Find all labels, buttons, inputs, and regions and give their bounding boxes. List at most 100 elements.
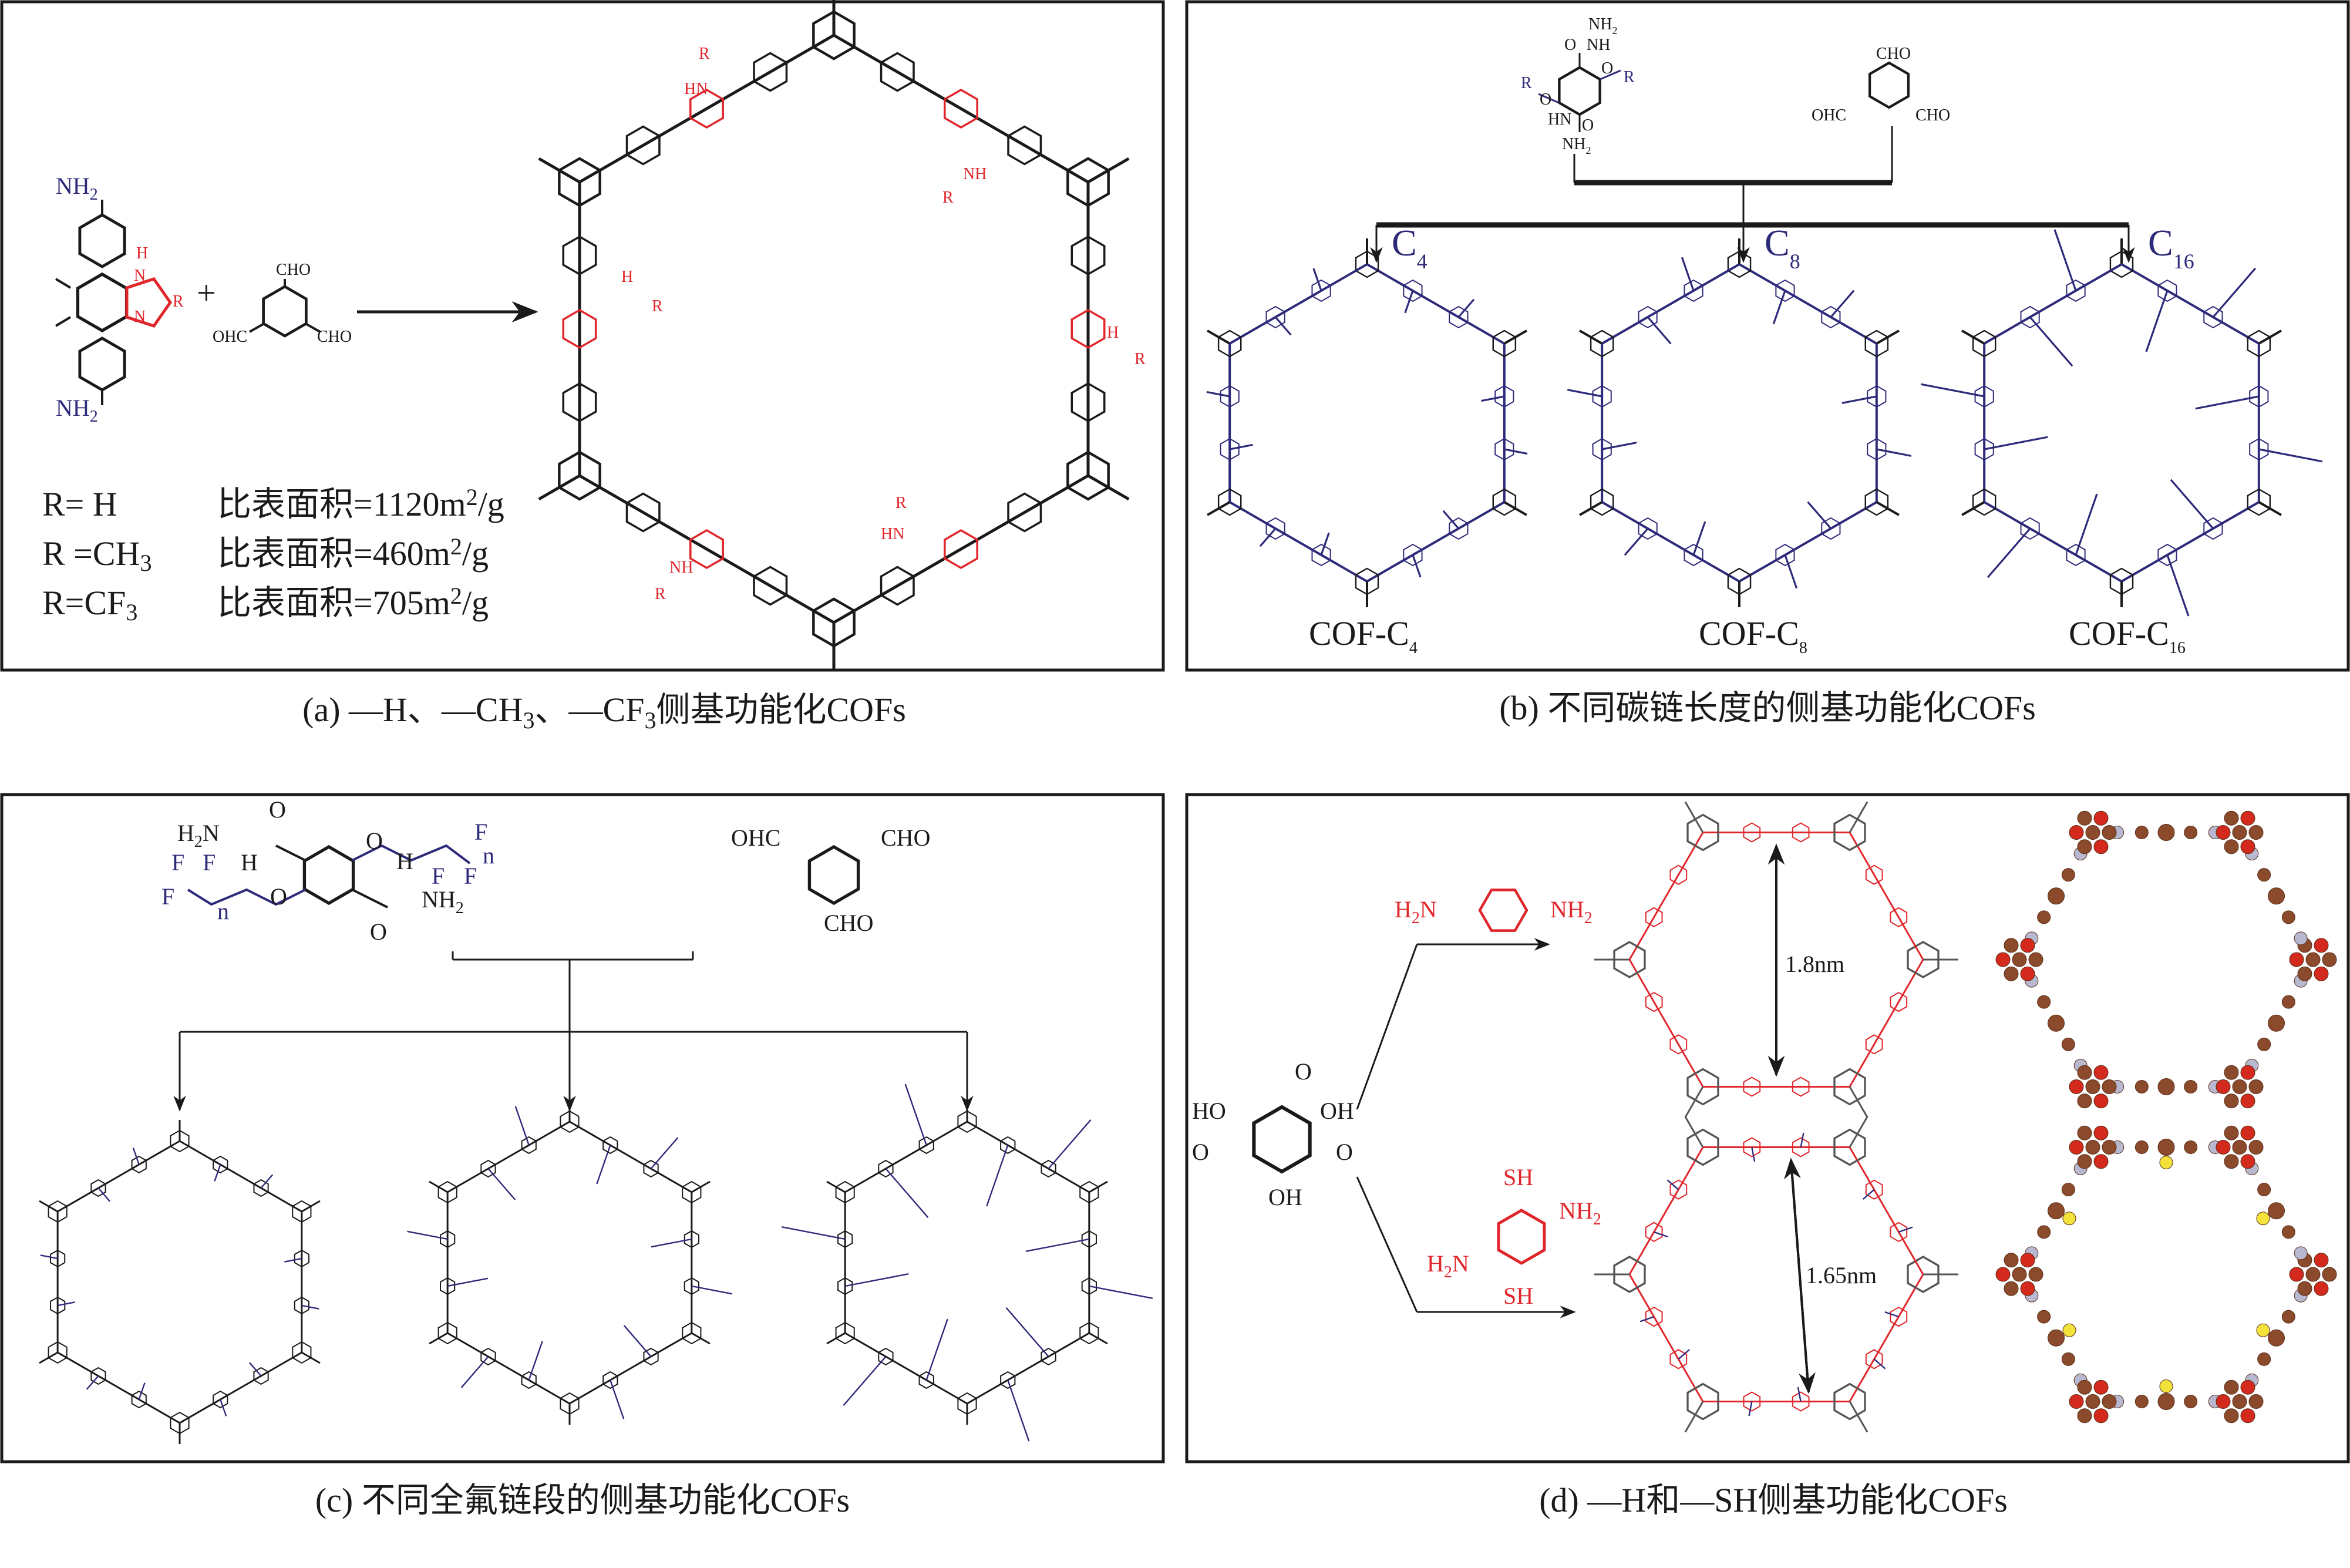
linker-ring xyxy=(753,52,788,92)
imidazole-ring xyxy=(125,277,173,328)
framework-stub xyxy=(1961,501,1985,516)
atom-ball xyxy=(2314,1281,2329,1296)
atom-ball xyxy=(2314,966,2329,981)
atom-ball xyxy=(2240,1065,2255,1080)
framework-edge xyxy=(1628,1146,1704,1275)
atom-ball xyxy=(2020,938,2035,953)
bond-line xyxy=(1600,69,1621,80)
atom-ball xyxy=(2093,1154,2109,1169)
side-chain xyxy=(138,1382,146,1400)
n-repeat: n xyxy=(483,842,494,869)
side-chain xyxy=(1862,1189,1875,1200)
side-chain xyxy=(1229,443,1253,450)
methyl-bond xyxy=(55,278,72,289)
side-chain xyxy=(57,1301,75,1307)
hydrazide-o: O xyxy=(1564,36,1576,54)
side-chain xyxy=(214,1164,221,1182)
atom-ball xyxy=(2216,1394,2231,1409)
side-chain xyxy=(2195,395,2260,410)
thiol-sh: SH xyxy=(1503,1164,1533,1190)
framework-stub xyxy=(1089,1332,1108,1345)
framework-edge xyxy=(1628,832,1704,960)
linker-ring xyxy=(2203,517,2223,540)
framework-edge xyxy=(1984,263,2122,345)
atom-ball xyxy=(2077,1379,2092,1395)
atom-ball xyxy=(2048,1014,2065,1032)
atom-ball xyxy=(2093,1065,2109,1080)
linker-ring xyxy=(1669,1034,1688,1055)
hydrazide-hn: HN xyxy=(1548,110,1571,129)
linker-ring xyxy=(1669,1349,1688,1370)
phenylenediamine-ring xyxy=(1478,889,1528,932)
atom-ball xyxy=(2085,825,2100,840)
linker-ring xyxy=(625,492,661,533)
framework-stub xyxy=(538,157,581,184)
linker-ring xyxy=(1638,517,1658,540)
atom-ball xyxy=(2069,825,2084,840)
panel-a-caption: (a) —H、—CH3、—CF3侧基功能化COFs xyxy=(302,691,906,733)
framework-edge xyxy=(578,33,835,184)
atom-ball xyxy=(2069,1079,2084,1095)
atom-ball xyxy=(2048,887,2065,905)
fw-label-r: R xyxy=(942,189,954,207)
node-ring xyxy=(48,1341,68,1364)
side-chain xyxy=(1681,257,1695,291)
atom-ball xyxy=(2061,1183,2075,1197)
side-chain xyxy=(843,1356,887,1406)
linker-ring xyxy=(1007,492,1042,533)
side-chain xyxy=(885,1168,929,1218)
side-chain xyxy=(1692,521,1706,556)
n-repeat: n xyxy=(217,898,229,924)
node-ring xyxy=(292,1341,312,1364)
atom-ball xyxy=(2077,1093,2092,1109)
atom-ball xyxy=(2077,1125,2092,1140)
atom-ball xyxy=(2257,1183,2271,1197)
linker-ring xyxy=(753,566,788,606)
framework-stub xyxy=(1684,1401,1704,1433)
fluorine: F xyxy=(464,863,477,889)
atom-ball xyxy=(2157,1138,2175,1156)
core-oh: OH xyxy=(1268,1184,1302,1210)
node-ring xyxy=(1727,250,1752,278)
atom-ball xyxy=(2314,1253,2329,1268)
linker-ring xyxy=(562,382,597,423)
side-chain xyxy=(1873,1358,1886,1370)
surface-area: 比表面积=1120m2/g xyxy=(217,484,504,523)
r-group: R=CF3 xyxy=(42,584,137,625)
side-chain xyxy=(1206,391,1230,398)
linker-ring xyxy=(1974,385,1994,408)
node-ring xyxy=(558,450,601,501)
node-ring xyxy=(1972,488,1997,516)
side-chain xyxy=(1876,448,1912,457)
atom-ball xyxy=(2093,1379,2109,1395)
atom-ball xyxy=(2305,1267,2321,1282)
atom-ball xyxy=(2232,1079,2247,1095)
linker-ring xyxy=(1311,279,1331,302)
pore-arrow xyxy=(1784,1158,1810,1392)
imidazole-h: H xyxy=(136,244,148,263)
atom-ball xyxy=(2037,910,2051,924)
linker-ring xyxy=(253,1179,269,1197)
trialdehyde-ring xyxy=(1868,61,1910,109)
linker-ring xyxy=(1865,864,1883,885)
side-chain xyxy=(650,1137,679,1169)
side-chain xyxy=(1639,1316,1655,1323)
fw-label-hn: HN xyxy=(881,525,904,543)
linker-ring xyxy=(131,1155,147,1174)
trialdehyde-ring xyxy=(262,285,308,338)
core-oh: OH xyxy=(1320,1098,1354,1124)
node-ring xyxy=(560,1110,580,1133)
framework-stub xyxy=(429,1332,448,1345)
linker-ring xyxy=(1403,543,1423,567)
linker-ring xyxy=(1867,438,1887,461)
node-ring xyxy=(1590,488,1614,516)
hydrazide-nh: NH xyxy=(1587,36,1610,54)
side-chain xyxy=(1567,389,1602,398)
side-chain xyxy=(1800,1132,1804,1148)
atom-ball xyxy=(2232,1139,2247,1155)
side-chain xyxy=(844,1273,909,1287)
atom-ball xyxy=(2281,1310,2295,1324)
atom-ball xyxy=(2048,1329,2065,1347)
linker-ring xyxy=(1743,1391,1761,1412)
